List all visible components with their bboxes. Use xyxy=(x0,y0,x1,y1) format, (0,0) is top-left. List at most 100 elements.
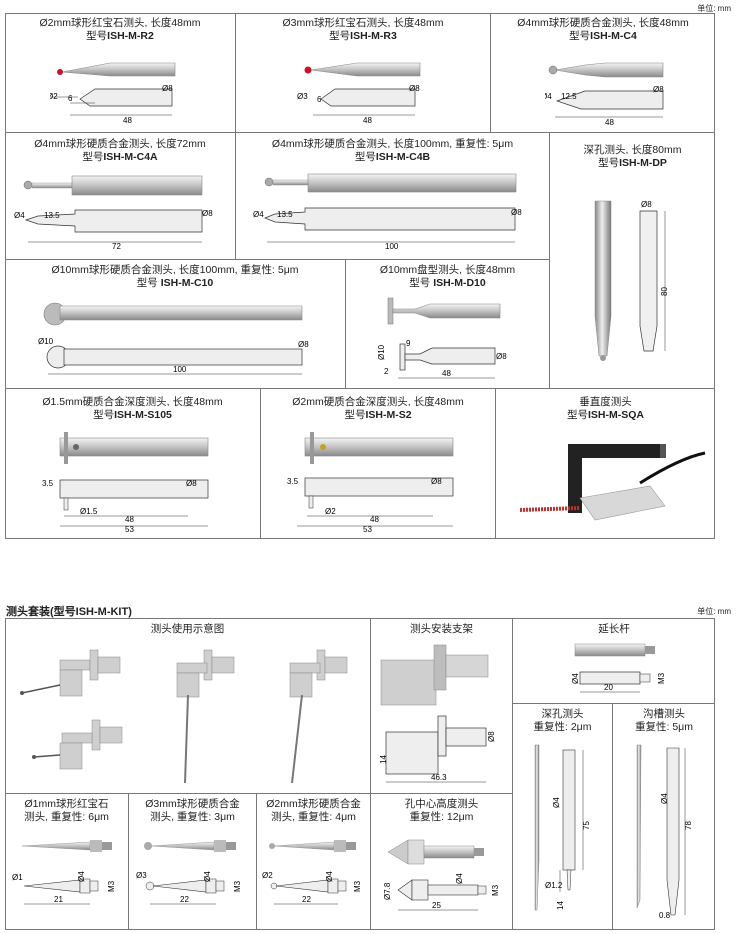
divider xyxy=(370,793,512,794)
probe-drawing: Ø4 13.5 Ø8 100 xyxy=(253,173,522,251)
probe-caption: Ø10mm球形硬质合金测头, 长度100mm, 重复性: 5μm 型号 ISH-… xyxy=(51,264,299,289)
dim-label: 25 xyxy=(432,901,441,910)
dim-label: Ø4 xyxy=(455,873,464,884)
dim-label: Ø8 xyxy=(641,200,652,209)
probe-caption: Ø4mm球形硬质合金测头, 长度48mm 型号ISH-M-C4 xyxy=(517,17,689,42)
dim-label: 12.5 xyxy=(561,92,577,101)
dim-label: Ø3 xyxy=(136,871,147,880)
dim-label: Ø8 xyxy=(202,209,213,218)
dim-label: Ø1.5 xyxy=(80,507,98,516)
dim-label: 100 xyxy=(385,242,399,251)
dim-label: 48 xyxy=(363,116,372,125)
dim-label: M3 xyxy=(491,884,500,896)
dim-label: 75 xyxy=(582,821,591,830)
dim-label: 9 xyxy=(406,339,411,348)
center-height-caption: 孔中心高度测头重复性: 12μm xyxy=(404,798,479,823)
dim-label: 48 xyxy=(605,118,614,127)
dim-label: M3 xyxy=(107,880,116,892)
probe-caption: 垂直度测头 型号ISH-M-SQA xyxy=(567,396,644,421)
dim-label: M3 xyxy=(657,672,666,684)
dim-label: 14 xyxy=(556,901,565,910)
divider xyxy=(235,13,236,133)
probe-drawing: Ø10 Ø8 100 xyxy=(38,302,309,375)
dim-label: Ø3 xyxy=(297,92,308,101)
carbide-2mm-caption: Ø2mm球形硬质合金测头, 重复性: 4μm xyxy=(266,798,361,823)
dim-label: Ø4 xyxy=(545,92,552,101)
dim-label: 6 xyxy=(317,95,322,104)
divider xyxy=(5,132,715,133)
dim-label: 22 xyxy=(180,895,189,904)
divider xyxy=(5,388,715,389)
divider xyxy=(512,618,513,930)
dim-label: 46.3 xyxy=(431,773,447,782)
dim-label: Ø4 xyxy=(325,871,334,882)
dim-label: Ø8 xyxy=(162,84,173,93)
dim-label: Ø10 xyxy=(38,337,54,346)
probe-drawing: 9 Ø10 2 Ø8 48 xyxy=(377,297,507,379)
extension-title: 延长杆 xyxy=(598,623,630,635)
divider xyxy=(512,703,715,704)
unit-label: 单位: mm xyxy=(697,607,731,616)
divider xyxy=(490,13,491,133)
dim-label: Ø4 xyxy=(660,793,669,804)
bracket-title: 测头安装支架 xyxy=(410,623,473,635)
dim-label: Ø8 xyxy=(431,477,442,486)
probe-caption: 深孔测头, 长度80mm 型号ISH-M-DP xyxy=(583,144,682,169)
dim-label: Ø4 xyxy=(571,673,580,684)
deep-hole-caption: 深孔测头重复性: 2μm xyxy=(533,708,592,733)
top-frame xyxy=(5,13,715,539)
extension-drawing: Ø4 M3 20 xyxy=(571,643,666,693)
dim-label: 0.8 xyxy=(659,911,671,920)
dim-label: 21 xyxy=(54,895,63,904)
dim-label: 3.5 xyxy=(287,477,299,486)
dim-label: Ø2 xyxy=(325,507,336,516)
dim-label: Ø8 xyxy=(653,85,664,94)
divider xyxy=(370,618,371,930)
dim-label: Ø8 xyxy=(487,731,496,742)
divider xyxy=(235,132,236,260)
dim-label: Ø8 xyxy=(409,84,420,93)
ruby-1mm-drawing: Ø1 Ø4 M3 21 xyxy=(12,840,116,905)
probe-caption: Ø2mm球形红宝石测头, 长度48mm 型号ISH-M-R2 xyxy=(39,17,201,42)
dim-label: 48 xyxy=(370,515,379,524)
deep-hole-drawing: Ø4 75 Ø1.2 14 xyxy=(534,744,591,911)
carbide-3mm-caption: Ø3mm球形硬质合金测头, 重复性: 3μm xyxy=(145,798,240,823)
bracket-drawing: Ø8 14 46.3 xyxy=(379,644,496,783)
divider xyxy=(128,793,129,930)
dim-label: 48 xyxy=(125,515,134,524)
probe-drawing: Ø4 13.5 Ø8 72 xyxy=(14,175,213,251)
dim-label: Ø4 xyxy=(552,797,561,808)
probe-caption: Ø10mm盘型测头, 长度48mm 型号 ISH-M-D10 xyxy=(379,264,516,289)
probe-caption: Ø2mm硬质合金深度测头, 长度48mm 型号ISH-M-S2 xyxy=(292,396,464,421)
probe-caption: Ø4mm球形硬质合金测头, 长度72mm 型号ISH-M-C4A xyxy=(34,138,206,163)
dim-label: Ø7.8 xyxy=(383,882,392,900)
kit-title: 测头套装(型号ISH-M-KIT) xyxy=(6,606,132,618)
dim-label: 78 xyxy=(684,821,693,830)
divider xyxy=(5,793,370,794)
dim-label: 13.5 xyxy=(44,211,60,220)
dim-label: 6 xyxy=(68,94,73,103)
dim-label: 3.5 xyxy=(42,479,54,488)
center-height-drawing: Ø7.8 Ø4 M3 25 xyxy=(383,839,500,911)
usage-title: 测头使用示意图 xyxy=(150,623,225,635)
dim-label: Ø1 xyxy=(12,873,23,882)
dim-label: Ø1.2 xyxy=(545,881,563,890)
divider xyxy=(260,388,261,539)
ruby-1mm-caption: Ø1mm球形红宝石测头, 重复性: 6μm xyxy=(24,798,109,823)
divider xyxy=(612,703,613,930)
groove-drawing: Ø4 78 0.8 xyxy=(636,744,693,920)
probe-caption: Ø4mm球形硬质合金测头, 长度100mm, 重复性: 5μm 型号ISH-M-… xyxy=(271,138,514,163)
dim-label: Ø4 xyxy=(253,210,264,219)
probe-caption: Ø3mm球形红宝石测头, 长度48mm 型号ISH-M-R3 xyxy=(282,17,444,42)
dim-label: Ø4 xyxy=(77,871,86,882)
dim-label: Ø8 xyxy=(298,340,309,349)
dim-label: 2 xyxy=(384,367,389,376)
dim-label: 13.5 xyxy=(277,210,293,219)
dim-label: M3 xyxy=(353,880,362,892)
dim-label: Ø4 xyxy=(14,211,25,220)
dim-label: Ø2 xyxy=(50,92,58,101)
probe-drawing: Ø4 12.5 Ø8 48 xyxy=(545,62,664,127)
divider xyxy=(256,793,257,930)
dim-label: 22 xyxy=(302,895,311,904)
carbide-2mm-drawing: Ø2 Ø4 M3 22 xyxy=(262,840,362,905)
